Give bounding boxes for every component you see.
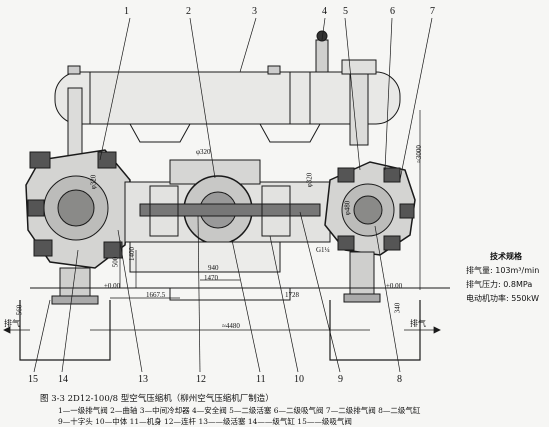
callout-5: 5 <box>343 6 348 17</box>
dim-1400: 1400 <box>128 247 136 261</box>
callout-6: 6 <box>390 6 395 17</box>
dim-zero-left: ±0.00 <box>104 282 121 290</box>
legend-line-2: 9—十字头 10—中体 11—机身 12—连杆 13——级活塞 14——级气缸 … <box>58 417 352 426</box>
specs-title: 技术规格 <box>490 252 522 261</box>
dim-1728: 1728 <box>285 291 299 299</box>
callout-9: 9 <box>338 374 343 385</box>
spec-row: 排气压力: 0.8MPa <box>466 280 533 289</box>
safety-valve <box>315 39 329 73</box>
callout-13: 13 <box>138 374 148 385</box>
dim-phi480: φ480 <box>343 200 352 216</box>
spec-row: 排气量: 103m³/min <box>466 266 540 275</box>
spec-row: 电动机功率: 550kW <box>466 294 540 303</box>
callout-15: 15 <box>28 374 38 385</box>
callout-10: 10 <box>294 374 304 385</box>
legend-line-1: 1—一级排气阀 2—曲轴 3—中间冷却器 4—安全阀 5—二级活塞 6—二级吸气… <box>58 406 421 415</box>
dim-500: 500 <box>111 256 120 268</box>
dim-phi320-right: φ320 <box>305 172 314 188</box>
callout-7: 7 <box>430 6 435 17</box>
dim-phi320-top: φ320 <box>196 148 211 156</box>
intercooler-shell <box>54 71 401 125</box>
callout-3: 3 <box>252 6 257 17</box>
dim-1667: 1667.5 <box>146 291 166 299</box>
dim-940: 940 <box>208 264 219 272</box>
dim-560: 560 <box>15 304 24 316</box>
callout-8: 8 <box>397 374 402 385</box>
dim-zero-right: ±0.00 <box>386 282 403 290</box>
dim-phi320-left: φ320 <box>89 174 98 190</box>
callout-2: 2 <box>186 6 191 17</box>
callout-1: 1 <box>124 6 129 17</box>
tech-specs: 技术规格 排气量: 103m³/min 排气压力: 0.8MPa 电动机功率: … <box>466 250 539 306</box>
dim-g-pipe: G1¼ <box>316 246 330 254</box>
dim-3000: ≈3000 <box>414 145 423 163</box>
first-stage-cylinder <box>25 149 131 269</box>
callout-4: 4 <box>322 6 327 17</box>
dim-4480: ≈4480 <box>222 322 240 330</box>
dim-340: 340 <box>393 302 402 314</box>
callout-11: 11 <box>256 374 266 385</box>
exhaust-label-right: 排气 <box>410 319 426 328</box>
dim-1470: 1470 <box>204 274 218 282</box>
callout-14: 14 <box>58 374 68 385</box>
figure-caption: 图 3-3 2D12-100/8 型空气压缩机（柳州空气压缩机厂制造） <box>40 394 274 404</box>
callout-12: 12 <box>196 374 206 385</box>
second-stage-cylinder <box>324 161 416 256</box>
exhaust-label-left: 排气 <box>4 319 20 328</box>
